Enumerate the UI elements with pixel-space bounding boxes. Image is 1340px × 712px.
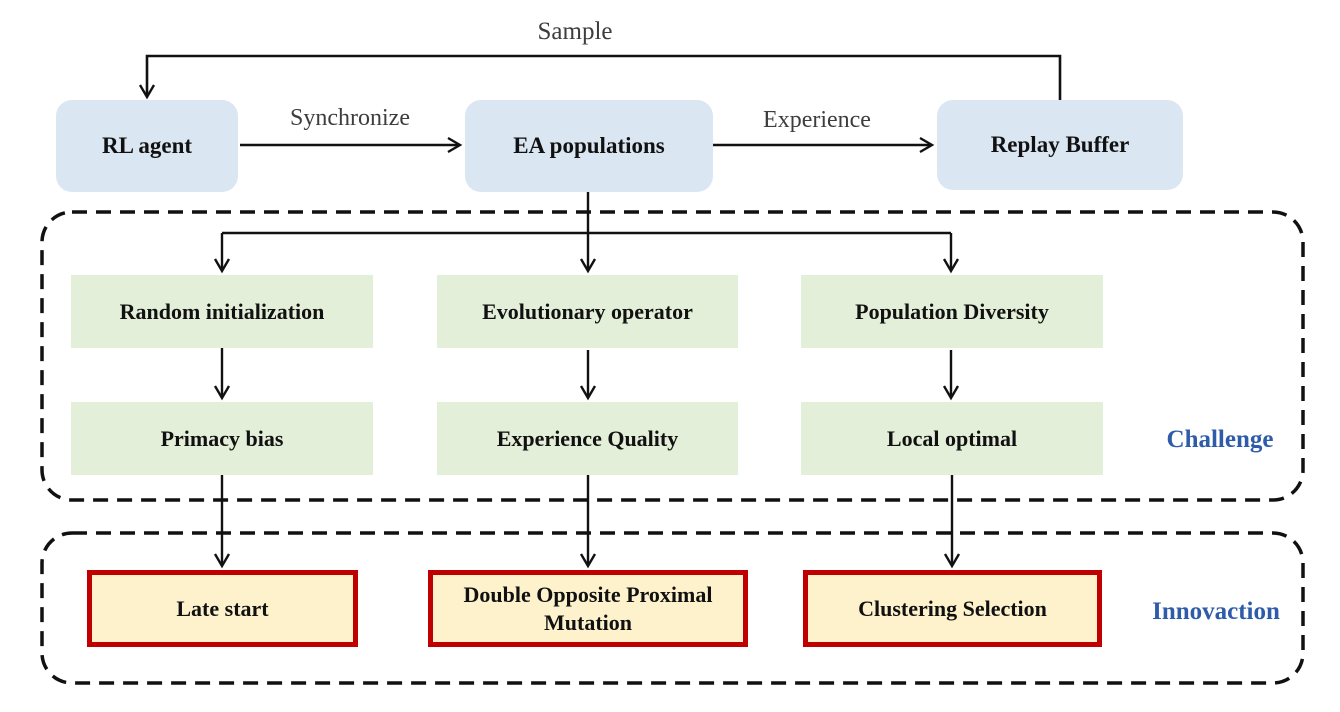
node-clustering-selection: Clustering Selection [803, 570, 1102, 647]
node-ea-populations: EA populations [465, 100, 713, 192]
node-local-optimal: Local optimal [801, 402, 1103, 475]
node-late-start: Late start [87, 570, 358, 647]
node-primacy-bias: Primacy bias [71, 402, 373, 475]
node-population-diversity: Population Diversity [801, 275, 1103, 348]
node-replay-buffer: Replay Buffer [937, 100, 1183, 190]
edge-label-sample: Sample [537, 18, 613, 45]
challenge-section-label: Challenge [1166, 426, 1274, 453]
node-random-initialization: Random initialization [71, 275, 373, 348]
node-experience-quality: Experience Quality [437, 402, 738, 475]
node-double-opposite-proximal-mutation: Double Opposite Proximal Mutation [428, 570, 748, 647]
edge-label-experience: Experience [763, 107, 871, 133]
arrow-sample-loop [138, 54, 1062, 101]
edge-label-synchronize: Synchronize [290, 105, 410, 131]
node-evolutionary-operator: Evolutionary operator [437, 275, 738, 348]
innovation-section-label: Innovaction [1152, 598, 1280, 625]
node-rl-agent: RL agent [56, 100, 238, 192]
